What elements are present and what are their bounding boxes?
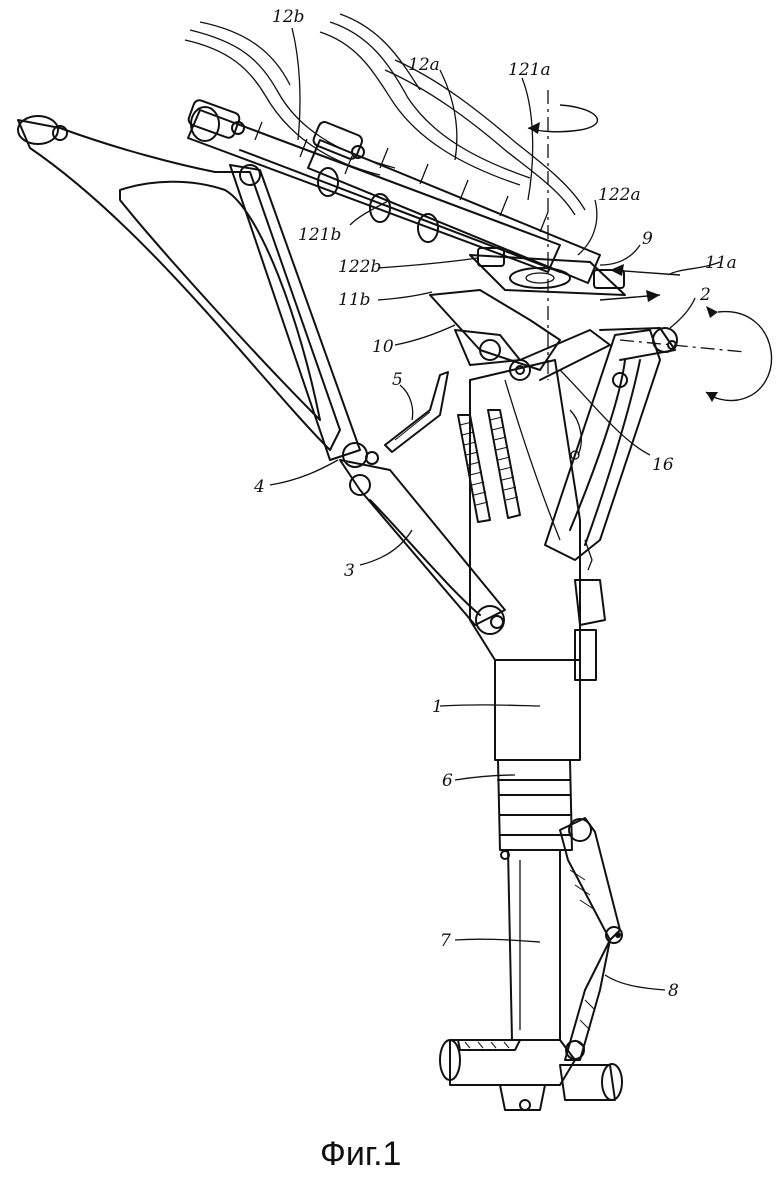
label-11b: 11b: [338, 290, 371, 310]
label-12b: 12b: [272, 7, 305, 27]
label-12a: 12a: [408, 55, 440, 75]
label-10: 10: [372, 337, 394, 357]
label-4: 4: [253, 477, 265, 497]
label-7: 7: [440, 931, 451, 951]
label-3: 3: [344, 561, 355, 581]
leader-lines: [269, 27, 721, 991]
link-rod-5: [384, 371, 449, 453]
label-6: 6: [442, 771, 453, 791]
label-121b: 121b: [298, 225, 341, 245]
side-brace-arm: [17, 115, 379, 468]
label-8: 8: [668, 981, 679, 1001]
sliding-tube-7: [507, 849, 561, 1041]
label-1: 1: [432, 697, 443, 717]
label-122b: 122b: [338, 257, 381, 277]
label-2: 2: [699, 285, 711, 305]
mounting-plate-9: [469, 247, 626, 296]
label-121a: 121a: [508, 60, 551, 80]
rotation-axis-vertical: [527, 90, 599, 380]
label-5: 5: [392, 370, 403, 390]
sleeve-6: [497, 759, 573, 860]
label-11a: 11a: [705, 253, 737, 273]
axle-assembly: [439, 1039, 623, 1111]
label-122a: 122a: [598, 185, 641, 205]
torque-link-8: [559, 817, 623, 1061]
label-16: 16: [652, 455, 674, 475]
side-stay: [544, 329, 661, 561]
actuator-12b: [187, 99, 561, 273]
lock-mechanism: [429, 289, 678, 381]
figure-caption: Фиг.1: [320, 1135, 401, 1173]
springs: [457, 409, 521, 523]
reference-labels: 12b 12a 121a 122a 9 11a 2 121b 122b 11b …: [253, 7, 737, 1001]
actuator-12a: [307, 121, 601, 284]
hydraulic-lines: [184, 13, 586, 216]
label-9: 9: [642, 229, 653, 249]
rotation-axis-horizontal: [619, 306, 773, 402]
lower-brace-3: [339, 459, 506, 635]
